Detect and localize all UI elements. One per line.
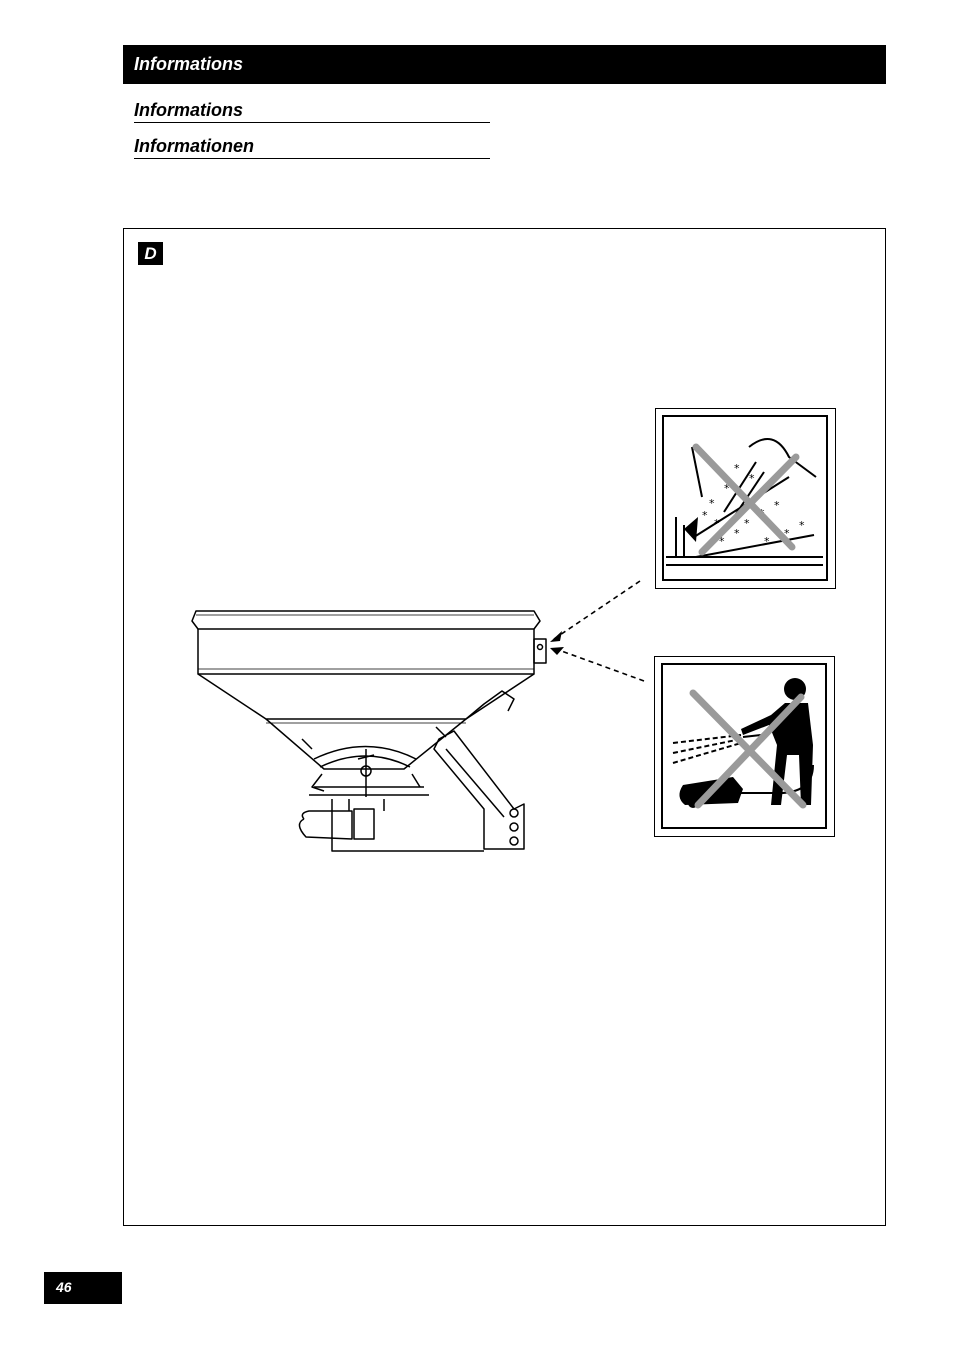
svg-text:*: * [734,527,740,540]
page-number: 46 [56,1279,72,1295]
header-title: Informations [134,54,244,74]
svg-text:*: * [744,517,750,530]
svg-text:*: * [709,497,715,510]
subtitle-german: Informationen [134,136,490,159]
svg-text:*: * [764,535,770,548]
svg-text:*: * [799,519,805,532]
svg-text:*: * [749,472,755,485]
header-bar: Informations [123,45,886,84]
pictogram-no-high-pressure-cleaning: ** ** ** ** ** ** ** [655,408,836,589]
svg-text:*: * [774,499,780,512]
no-high-pressure-cleaning-icon: ** ** ** ** ** ** ** [666,438,823,566]
fertilizer-spreader-icon [191,610,547,852]
subtitle-french: Informations [134,100,490,123]
page-number-box: 46 [44,1272,122,1304]
no-pressure-washer-icon [672,678,814,809]
pictogram-no-pressure-washer [654,656,835,837]
language-badge: D [138,242,163,265]
svg-text:*: * [734,462,740,475]
svg-text:*: * [784,527,790,540]
content-frame: D [123,228,886,1226]
svg-text:*: * [719,535,725,548]
svg-text:*: * [714,517,720,530]
svg-text:*: * [702,509,708,522]
pointer-arrows [550,580,645,682]
svg-text:*: * [724,482,730,495]
